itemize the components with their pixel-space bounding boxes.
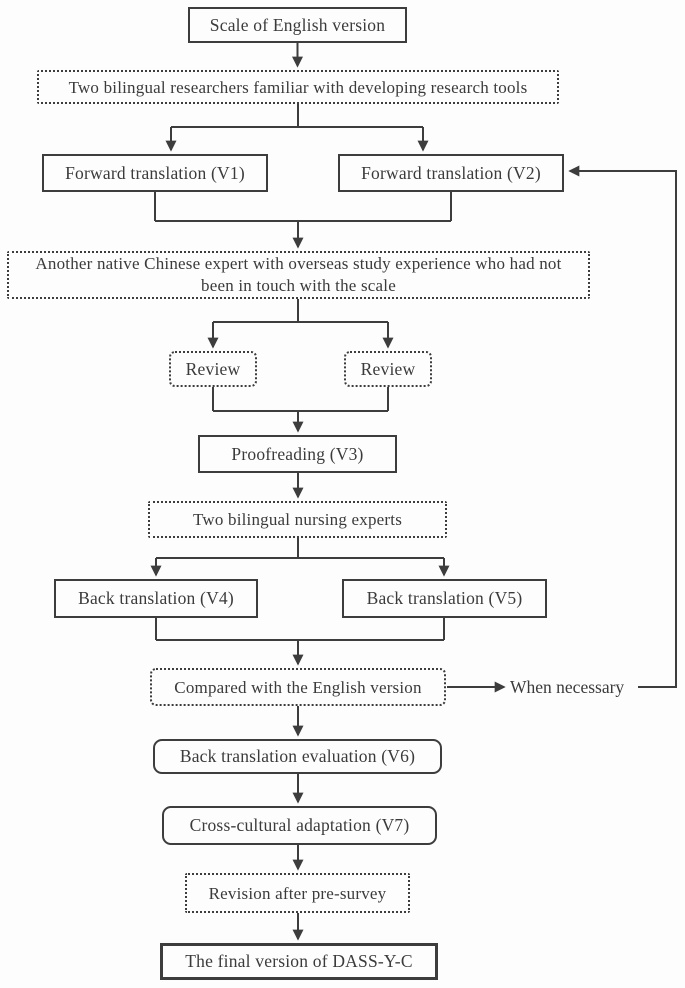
label-when-necessary: When necessary [510, 677, 624, 697]
node-two-bilingual-nursing-experts: Two bilingual nursing experts [148, 501, 447, 538]
node-final-version-dass-y-c: The final version of DASS-Y-C [160, 943, 438, 980]
node-two-bilingual-researchers: Two bilingual researchers familiar with … [37, 70, 559, 104]
node-label: Two bilingual nursing experts [192, 510, 403, 529]
node-label: Scale of English version [209, 14, 386, 35]
node-label: When necessary [510, 676, 625, 697]
node-label: Review [360, 358, 416, 379]
node-label: Back translation evaluation (V6) [179, 746, 416, 766]
node-forward-translation-v2: Forward translation (V2) [338, 154, 564, 192]
node-review-left: Review [169, 351, 257, 387]
node-label: The final version of DASS-Y-C [185, 951, 413, 971]
node-label: Compared with the English version [174, 677, 422, 697]
node-review-right: Review [344, 351, 432, 387]
node-label-line2: been in touch with the scale [201, 276, 396, 295]
node-label: Proofreading (V3) [231, 443, 364, 464]
node-label: Two bilingual researchers familiar with … [68, 77, 528, 97]
node-back-translation-evaluation-v6: Back translation evaluation (V6) [153, 739, 442, 774]
node-label-line1: Another native Chinese expert with overs… [35, 254, 562, 273]
node-label: Revision after pre-survey [208, 883, 387, 903]
node-revision-after-pre-survey: Revision after pre-survey [185, 873, 410, 913]
node-label: Forward translation (V2) [361, 162, 541, 183]
node-label: Forward translation (V1) [65, 162, 245, 183]
node-back-translation-v4: Back translation (V4) [54, 579, 258, 618]
node-label: Cross-cultural adaptation (V7) [189, 815, 410, 835]
node-label: Review [185, 358, 241, 379]
node-label: Back translation (V5) [366, 588, 523, 608]
node-scale-english-version: Scale of English version [188, 7, 407, 43]
node-forward-translation-v1: Forward translation (V1) [42, 154, 268, 192]
node-label: Back translation (V4) [78, 588, 234, 608]
node-cross-cultural-adaptation-v7: Cross-cultural adaptation (V7) [162, 806, 437, 845]
node-native-chinese-expert: Another native Chinese expert with overs… [7, 251, 590, 299]
node-back-translation-v5: Back translation (V5) [342, 579, 547, 618]
node-proofreading-v3: Proofreading (V3) [198, 435, 397, 473]
node-compared-with-english-version: Compared with the English version [150, 668, 446, 706]
